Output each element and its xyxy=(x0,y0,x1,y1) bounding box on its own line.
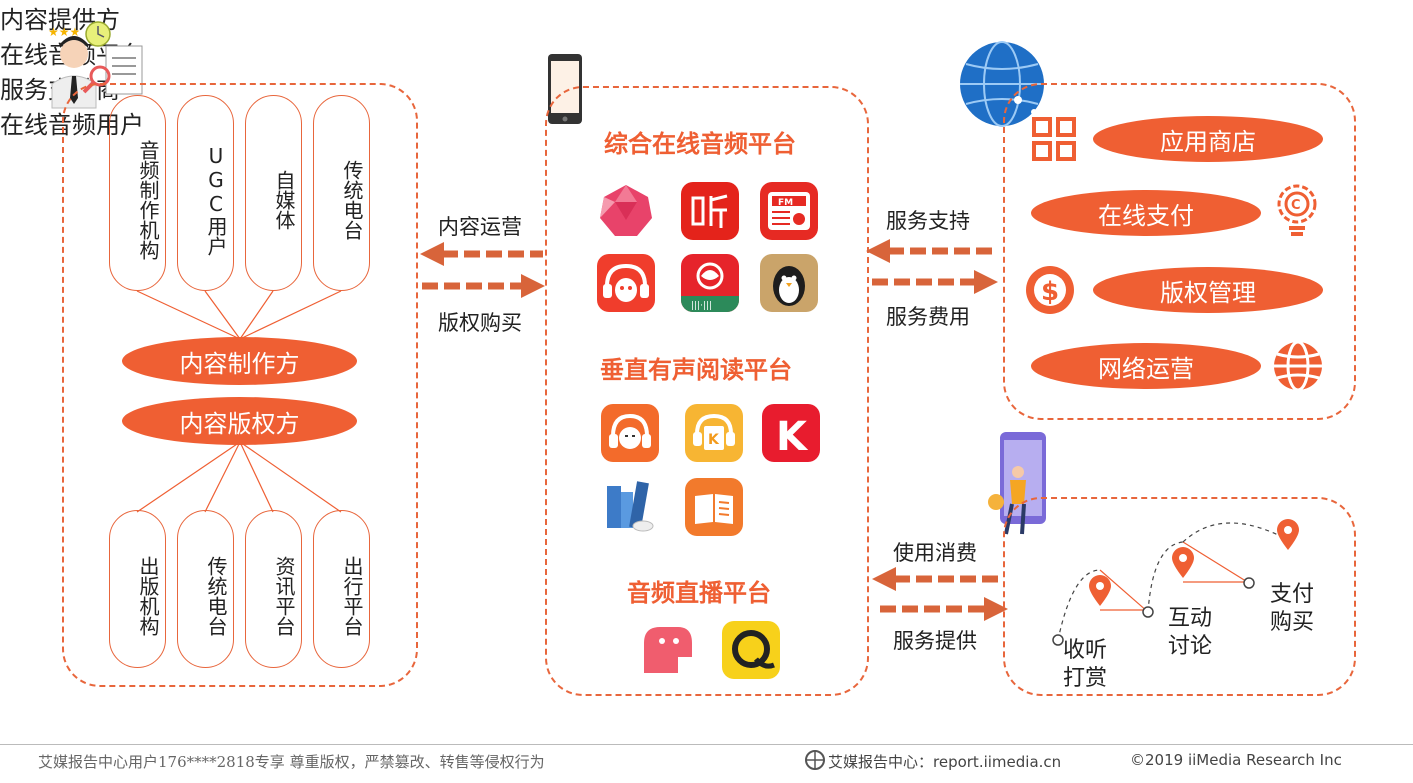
app-store-grid-icon xyxy=(1031,116,1077,162)
service-provide-label: 服务提供 xyxy=(893,629,977,653)
service-support-label: 服务支持 xyxy=(886,209,970,233)
arrow-left-icon xyxy=(420,242,543,266)
svg-text:FM: FM xyxy=(778,198,793,208)
svg-text:C: C xyxy=(1291,198,1301,213)
user-step-interact: 互动讨论 xyxy=(1168,606,1213,659)
lanren-app-icon xyxy=(601,404,659,462)
copyright-purchase-label: 版权购买 xyxy=(438,311,522,335)
provider-connector-lines xyxy=(136,290,342,513)
ximalaya-app-icon xyxy=(597,182,655,240)
qingting-app-icon xyxy=(760,254,818,312)
section-live-platform: 音频直播平台 xyxy=(627,579,771,607)
provider-top-item: 传统电台 xyxy=(313,95,370,291)
tingban-app-icon xyxy=(681,182,739,240)
svg-text:|||·|||: |||·||| xyxy=(691,301,712,311)
library-app-icon xyxy=(601,478,659,536)
footer-divider xyxy=(0,744,1413,745)
provider-bottom-item: 出行平台 xyxy=(313,510,370,668)
fm-radio-app-icon: FM xyxy=(760,182,818,240)
copyright-pill: 内容版权方 xyxy=(122,397,357,445)
service-item-app-store: 应用商店 xyxy=(1093,116,1323,162)
copyright-dollar-icon: $ xyxy=(1022,262,1078,318)
user-step-pay: 支付购买 xyxy=(1270,582,1315,635)
svg-text:K: K xyxy=(708,432,720,448)
phoenix-fm-app-icon: |||·||| xyxy=(681,254,739,312)
service-fee-label: 服务费用 xyxy=(886,305,970,329)
provider-bottom-item: 出版机构 xyxy=(109,510,166,668)
kuwo-audiobook-app-icon: K xyxy=(685,404,743,462)
svg-text:K: K xyxy=(776,414,809,460)
section-reading-platform: 垂直有声阅读平台 xyxy=(600,356,792,384)
user-step-listen-tip: 收听打赏 xyxy=(1063,638,1108,691)
book-app-icon xyxy=(685,478,743,536)
svg-text:★★★: ★★★ xyxy=(48,25,80,39)
network-globe-icon xyxy=(1271,339,1325,393)
arrow-left-icon xyxy=(872,567,1000,591)
arrow-right-icon xyxy=(872,270,998,294)
provider-top-item: UGC用户 xyxy=(177,95,234,291)
provider-bottom-item: 传统电台 xyxy=(177,510,234,668)
svg-text:$: $ xyxy=(1041,277,1059,307)
coin-gear-icon: C xyxy=(1271,180,1323,238)
service-box xyxy=(1003,83,1356,420)
yellow-live-app-icon xyxy=(722,621,780,679)
footer-report-site[interactable]: 艾媒报告中心：report.iimedia.cn xyxy=(828,753,1062,771)
platform-box xyxy=(545,86,869,696)
producer-pill: 内容制作方 xyxy=(122,337,357,385)
provider-top-item: 音频制作机构 xyxy=(109,95,166,291)
pink-chat-app-icon xyxy=(638,621,696,679)
arrow-right-icon xyxy=(422,274,545,298)
content-operation-label: 内容运营 xyxy=(438,215,522,239)
iimedia-logo-icon xyxy=(804,749,826,771)
provider-bottom-item: 资讯平台 xyxy=(245,510,302,668)
service-item-copyright-management: 版权管理 xyxy=(1093,267,1323,313)
users-box xyxy=(1003,497,1356,696)
section-general-platform: 综合在线音频平台 xyxy=(604,130,796,158)
k-app-icon: K xyxy=(762,404,820,462)
lizhi-app-icon xyxy=(597,254,655,312)
provider-top-item: 自媒体 xyxy=(245,95,302,291)
user-journey-path xyxy=(1052,519,1299,646)
arrow-right-icon xyxy=(880,597,1008,621)
service-item-online-payment: 在线支付 xyxy=(1031,190,1261,236)
footer-company: ©2019 iiMedia Research Inc xyxy=(1130,751,1342,769)
use-consume-label: 使用消费 xyxy=(893,541,977,565)
provider-person-icon: ★★★ xyxy=(46,18,146,110)
service-item-network-operation: 网络运营 xyxy=(1031,343,1261,389)
providers-box xyxy=(62,83,418,687)
arrow-left-icon xyxy=(866,239,992,263)
footer-copyright-notice: 艾媒报告中心用户176****2818专享 尊重版权，严禁篡改、转售等侵权行为 xyxy=(38,753,545,771)
